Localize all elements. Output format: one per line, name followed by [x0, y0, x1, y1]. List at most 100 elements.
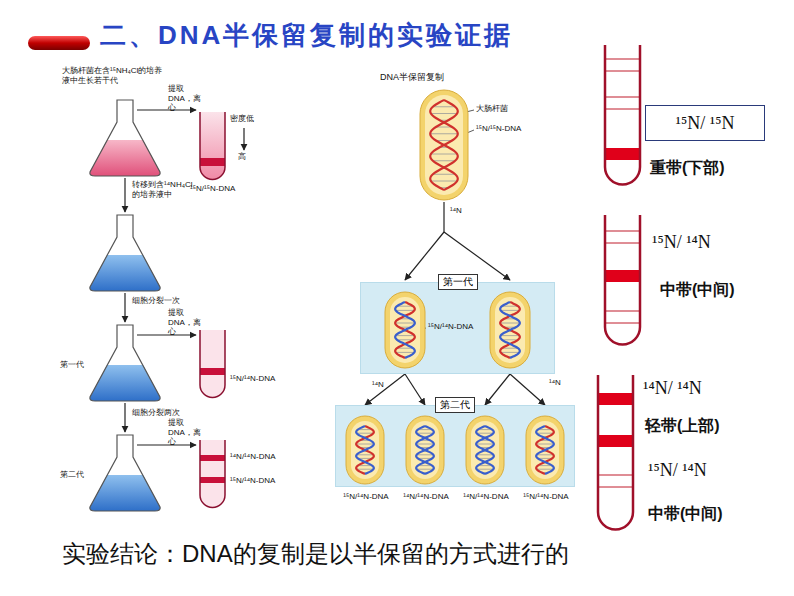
- flask: [90, 435, 160, 511]
- bacterium: [395, 323, 415, 324]
- process-arrow: [124, 178, 125, 212]
- process-arrow: [125, 110, 244, 445]
- generation-panel: [335, 405, 575, 487]
- bacterium: [433, 174, 456, 175]
- process-arrow: [137, 109, 196, 110]
- division-arrow: [365, 374, 405, 405]
- bacterium: [356, 454, 373, 455]
- flask: [90, 325, 160, 401]
- figure-label: ¹⁵N/¹⁵N-DNA: [190, 184, 235, 194]
- bacterium: [390, 297, 420, 363]
- figure-label: 第一代: [60, 360, 84, 370]
- generation-panel: 第二代: [335, 405, 575, 487]
- test-tube: [605, 215, 640, 345]
- split-arrow: [444, 232, 510, 280]
- bacterium: [500, 323, 520, 324]
- bacterium: [385, 292, 425, 368]
- figure-label: 提取DNA，离心: [168, 84, 208, 113]
- figure-label: ¹⁵N/¹⁴N-DNA: [338, 492, 394, 502]
- test-tube: [598, 393, 633, 405]
- bacterium: [420, 90, 468, 200]
- bacterium: [356, 444, 374, 445]
- flask: [90, 215, 160, 291]
- test-tube: [598, 375, 633, 530]
- figure-label: ¹⁵N/¹⁴N-DNA: [230, 374, 275, 384]
- bacterium: [416, 454, 433, 455]
- test-tube: [598, 475, 633, 487]
- figure-label: 密度低: [230, 114, 254, 124]
- bacterium: [416, 426, 434, 474]
- test-tube: [605, 97, 640, 109]
- test-tube: [200, 477, 225, 483]
- bacterium: [476, 433, 493, 434]
- test-tube: [200, 112, 225, 180]
- flask: [90, 215, 160, 291]
- band-label: ¹⁵N/ ¹⁴N: [652, 232, 711, 254]
- bacterium: [395, 302, 415, 358]
- bacterium: [356, 433, 373, 434]
- bacterium: [536, 433, 553, 434]
- test-tube: [200, 112, 225, 180]
- title-bullet: [28, 36, 90, 50]
- bacterium: [471, 421, 499, 479]
- bacterium: [406, 416, 444, 484]
- flask: [90, 100, 160, 176]
- bacterium: [420, 90, 468, 200]
- bacterium: [416, 469, 433, 470]
- bacterium: [406, 416, 444, 484]
- figure-label: 细胞分裂一次: [132, 296, 180, 306]
- test-tube: [598, 375, 633, 530]
- test-tube: [598, 375, 633, 530]
- bacterium: [490, 292, 530, 368]
- figure-label: ¹⁴N: [372, 380, 384, 390]
- test-tube: [605, 231, 640, 243]
- flask: [90, 365, 160, 401]
- figure-label: ¹⁴N/¹⁴N-DNA: [230, 452, 276, 462]
- bacterium: [500, 302, 520, 358]
- conclusion: 实验结论：DNA的复制是以半保留的方式进行的: [62, 540, 569, 569]
- bacterium: [490, 292, 530, 368]
- bacterium: [411, 421, 439, 479]
- bacterium: [430, 133, 458, 134]
- division-arrow: [405, 374, 425, 405]
- bacterium: [430, 100, 458, 190]
- split-arrow: [405, 202, 510, 280]
- bacterium: [395, 310, 414, 311]
- figure-label: ¹⁵N/¹⁴N-DNA: [230, 476, 275, 486]
- bacterium: [500, 352, 519, 353]
- bacterium: [346, 90, 564, 484]
- test-tube: [605, 215, 640, 345]
- figure-label: ¹⁵N/¹⁵N-DNA: [476, 124, 521, 134]
- generation-tag: 第二代: [435, 397, 475, 413]
- bacterium: [476, 444, 494, 445]
- bacterium: [500, 310, 519, 311]
- figure-label: ¹⁵N/¹⁴N-DNA: [518, 492, 574, 502]
- flask: [90, 435, 160, 511]
- band-label: ¹⁵N/ ¹⁴N: [648, 460, 707, 482]
- bacterium: [425, 95, 463, 195]
- band-label: 重带(下部): [650, 158, 725, 177]
- bacterium: [430, 100, 458, 190]
- label-box: ¹⁵N/ ¹⁵N: [645, 105, 765, 141]
- bacterium: [416, 444, 434, 445]
- test-tube: [605, 311, 640, 323]
- flask: [90, 255, 160, 291]
- band-label: 中带(中间): [660, 280, 735, 299]
- bacterium: [500, 335, 519, 336]
- division-arrow: [485, 374, 510, 405]
- bacterium: [466, 416, 504, 484]
- test-tube: [605, 270, 640, 282]
- figure-label: 细胞分裂两次: [132, 408, 180, 418]
- figure-label: 大肠杆菌在含¹⁵NH₄Cl的培养液中生长若干代: [62, 66, 166, 85]
- figure-label: 大肠杆菌: [476, 104, 508, 114]
- figure-label: 转移到含¹⁴NH₄Cl的培养液中: [132, 180, 198, 199]
- figure-label: ¹⁴N/¹⁴N-DNA: [458, 492, 514, 502]
- process-arrow: [243, 128, 244, 150]
- bacterium: [395, 302, 415, 358]
- generation-tag: 第一代: [438, 274, 478, 290]
- bacterium: [536, 426, 554, 474]
- bacterium: [416, 433, 433, 434]
- bacterium: [433, 106, 456, 107]
- flask: [90, 475, 160, 511]
- bacterium: [466, 416, 504, 484]
